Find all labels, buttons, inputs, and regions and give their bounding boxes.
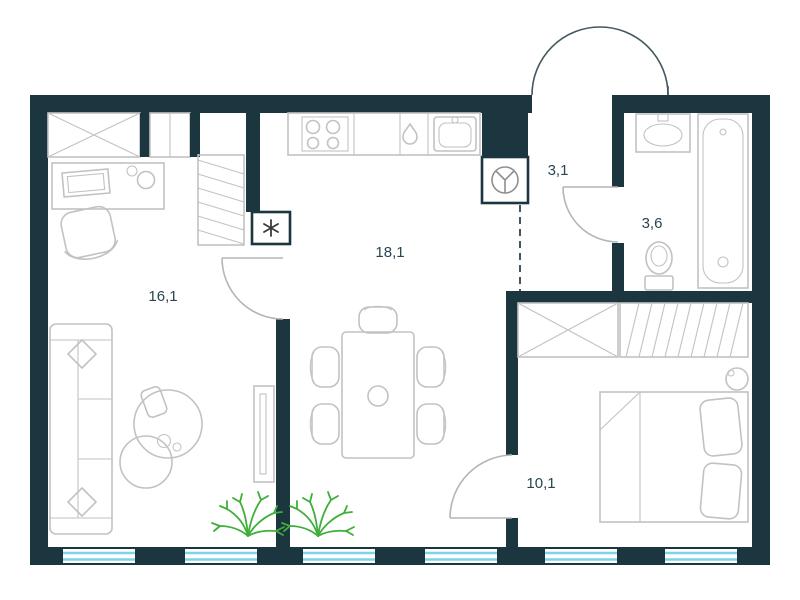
coffee-table-cup-2 [172, 442, 182, 452]
living-room-area-label: 16,1 [148, 288, 177, 305]
wall-closet-pier-2 [190, 113, 200, 157]
sofa [49, 323, 113, 535]
wall-living-kitchen-lower [276, 319, 290, 547]
wall-top-right-segment [612, 95, 770, 113]
washbasin [635, 113, 691, 153]
wall-closet-pier-1 [140, 113, 150, 157]
room-labels: 16,1 18,1 3,1 3,6 10,1 [148, 162, 662, 492]
wall-bathroom-left-lower [612, 243, 624, 291]
bed-pillow-2 [699, 462, 743, 520]
bed [599, 391, 749, 523]
ventilation-shaft [480, 155, 530, 205]
walls [30, 95, 770, 565]
window-1 [63, 549, 135, 563]
dining-chair-right-2 [416, 403, 447, 445]
window-6 [665, 549, 737, 563]
wall-right [752, 95, 770, 565]
dining-table [341, 331, 415, 459]
wall-bathroom-left-upper [612, 113, 624, 187]
bathroom-door [562, 186, 619, 243]
window-3 [303, 549, 375, 563]
window-4 [425, 549, 497, 563]
hatched-wardrobe [197, 154, 245, 246]
bed-blanket-fold [599, 391, 641, 431]
dining-chair-right-1 [416, 346, 447, 388]
wall-top-left-segment [30, 95, 532, 113]
hallway-area-label: 3,1 [548, 162, 569, 179]
windows [63, 549, 737, 563]
wall-kitchen-bedroom [506, 303, 518, 455]
wall-bedroom-top [506, 291, 770, 303]
bathtub-drain [717, 256, 729, 268]
wall-living-kitchen-upper [246, 113, 260, 212]
bedroom-area-label: 10,1 [526, 475, 555, 492]
bathtub [697, 113, 749, 289]
kitchen-counter [287, 112, 481, 156]
wall-kitchen-bedroom-stub [506, 518, 518, 547]
bed-pillow-1 [699, 397, 743, 457]
desk-small-item [126, 165, 138, 177]
tv-stand [253, 385, 275, 483]
desk-mug [136, 170, 156, 190]
kitchen-sink [433, 116, 477, 152]
hatched-closet-bedroom [619, 302, 749, 358]
doors [221, 26, 669, 519]
wall-left [30, 95, 48, 565]
bathtub-tap [719, 128, 727, 136]
dining-set [309, 305, 447, 459]
crossed-wardrobe [47, 112, 141, 158]
kitchen-furniture [250, 112, 530, 459]
coffee-table-cup-1 [156, 433, 172, 449]
kitchen-area-label: 18,1 [375, 244, 404, 261]
stove-burners [301, 116, 349, 152]
bathroom-fixtures [635, 113, 749, 291]
desk [51, 162, 165, 210]
window-5 [545, 549, 617, 563]
coffee-table [119, 386, 203, 489]
sofa-pillow-bottom [66, 486, 98, 518]
toilet [644, 241, 674, 291]
entrance-door [531, 26, 669, 96]
wall-vent-shaft-block [482, 113, 528, 157]
dining-table-bowl [367, 385, 389, 407]
dining-chair-left-1 [309, 346, 340, 388]
living-room-furniture [47, 112, 275, 535]
water-drop-icon [402, 122, 418, 145]
fridge-niche [250, 210, 292, 246]
plant-left [211, 491, 285, 537]
dining-chair-left-2 [309, 403, 340, 445]
living-kitchen-door [221, 257, 284, 320]
office-chair [60, 205, 119, 260]
dining-chair-head [358, 305, 398, 334]
floor-lamp [725, 367, 749, 391]
bedroom-furniture [517, 302, 749, 523]
snowflake-icon [263, 219, 279, 237]
coffee-table-tablet [140, 386, 168, 418]
closet-shelf [149, 112, 191, 158]
ventilation-shaft-icon [491, 166, 519, 194]
wall-bottom [30, 547, 770, 565]
crossed-wardrobe-bedroom [517, 302, 619, 358]
bedroom-door [449, 454, 513, 519]
desk-monitor [61, 168, 111, 198]
bathroom-area-label: 3,6 [642, 215, 663, 232]
sofa-pillow-top [66, 338, 98, 370]
plant-right [281, 491, 355, 537]
window-2 [185, 549, 257, 563]
